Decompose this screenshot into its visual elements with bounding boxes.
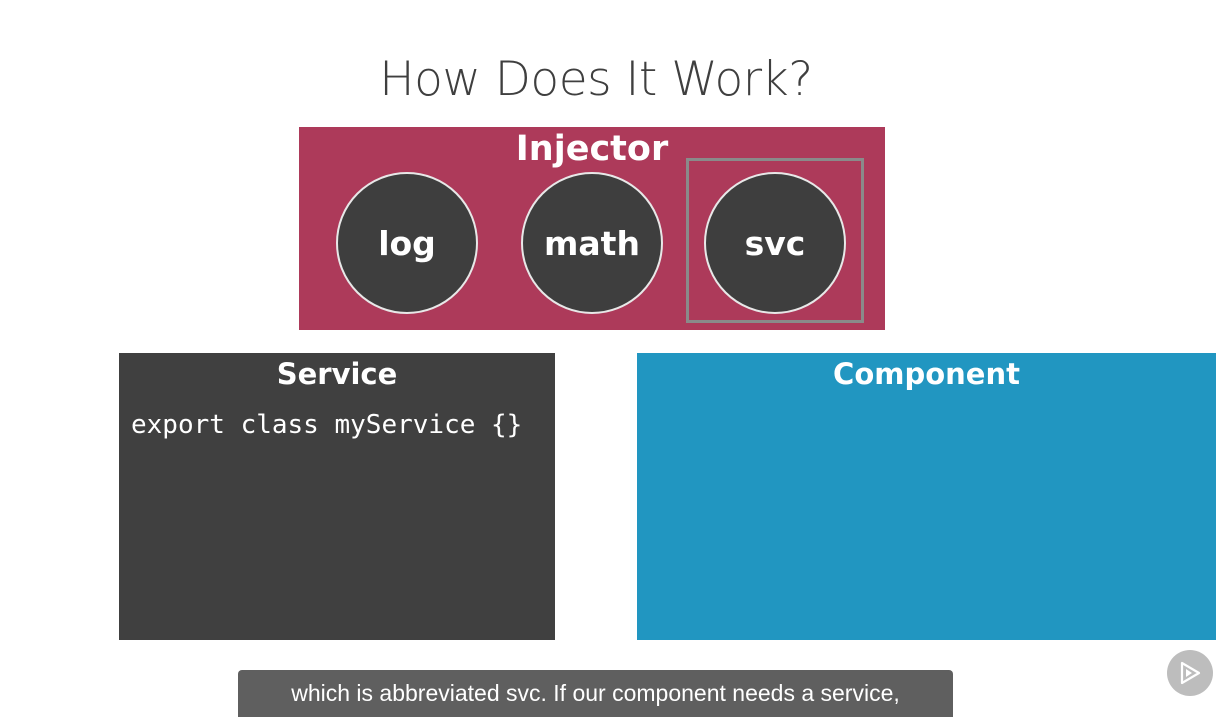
injector-box: Injector log math svc [299, 127, 885, 330]
video-caption: which is abbreviated svc. If our compone… [238, 670, 953, 717]
component-box: Component [637, 353, 1216, 640]
service-title: Service [276, 357, 398, 391]
service-box: Service export class myService {} [119, 353, 555, 640]
service-code: export class myService {} [131, 410, 523, 440]
svc-highlight-box [686, 158, 864, 323]
dependency-svc-circle: svc [704, 172, 846, 314]
play-logo-icon [1180, 661, 1201, 685]
player-logo-button[interactable] [1167, 650, 1213, 696]
dependency-log-circle: log [336, 172, 478, 314]
slide-title: How Does It Work? [379, 52, 813, 107]
component-title: Component [833, 357, 1020, 391]
dependency-math-circle: math [521, 172, 663, 314]
injector-title: Injector [515, 129, 669, 169]
